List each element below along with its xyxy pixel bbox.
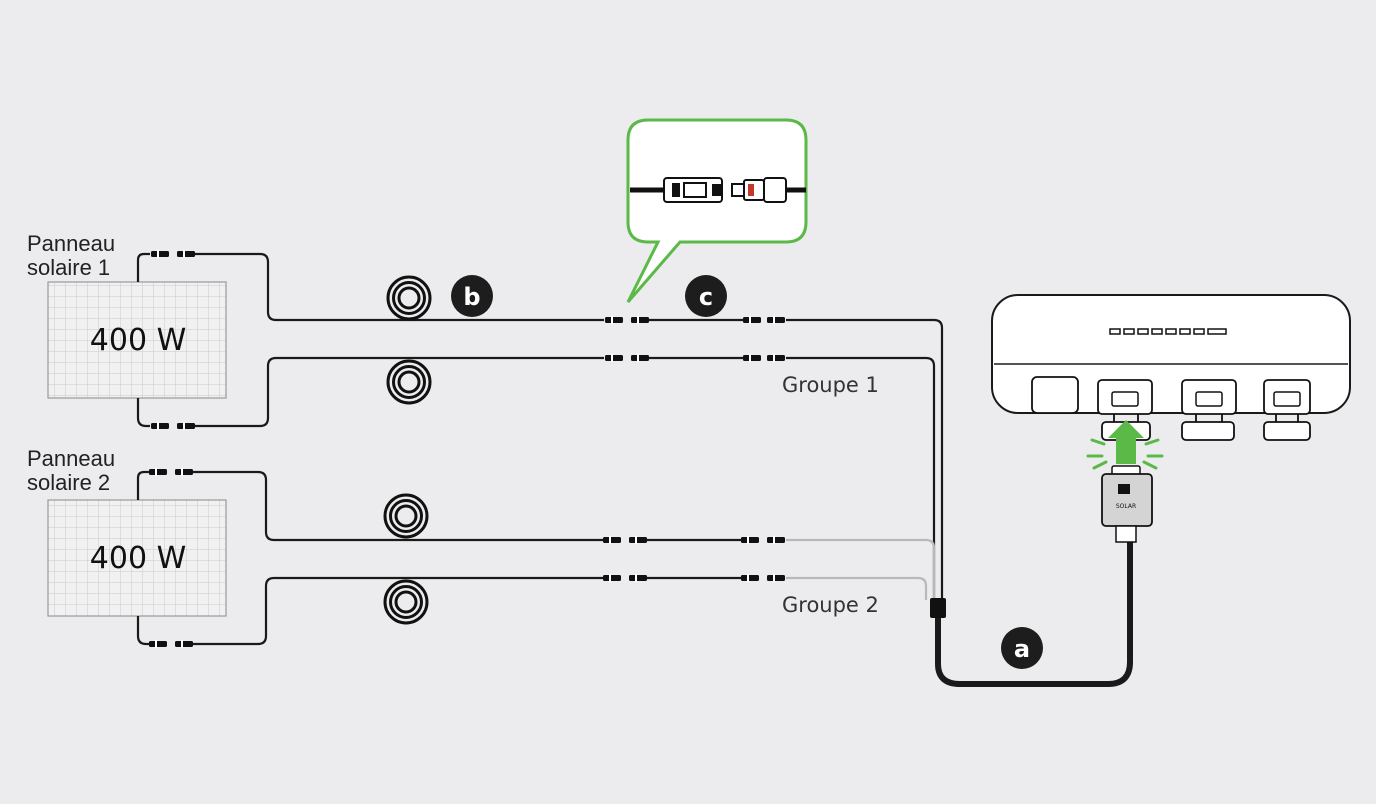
cable-coil-icon-2 [386, 359, 432, 405]
panel-1-minus-mate [177, 422, 195, 430]
panel-1-label-line1: Panneau [27, 231, 115, 256]
panel-1-plus-connector [151, 250, 169, 258]
extension-cables [638, 318, 752, 580]
panel-2-label-line1: Panneau [27, 446, 115, 471]
panel-1-minus-connector [151, 422, 169, 430]
panel-1-label-line2: solaire 1 [27, 255, 110, 280]
badge-a [1001, 627, 1043, 669]
device-port-1 [1031, 376, 1079, 414]
group-1-to-junction [786, 318, 944, 600]
panel-1-plus-mate [177, 250, 195, 258]
group-1-label: Groupe 1 [782, 373, 879, 397]
insert-arrow-icon [1086, 420, 1164, 470]
badge-c [685, 275, 727, 317]
port-cap-3 [1263, 421, 1311, 441]
group-2-label: Groupe 2 [782, 593, 879, 617]
solar-plug: SOLAR [1101, 465, 1153, 543]
port-cap-2 [1181, 421, 1235, 441]
connector-callout [626, 118, 808, 303]
device-port-4 [1263, 379, 1311, 415]
badge-b-label: b [463, 283, 480, 311]
panel-2-plus-connector [149, 468, 167, 476]
panel-2-power: 400 W [90, 541, 186, 576]
y-junction [930, 598, 946, 618]
solar-panel-1 [47, 281, 227, 399]
device-logo [1109, 328, 1227, 335]
panel-2-plus-mate [175, 468, 193, 476]
ecoflow-device [991, 294, 1351, 441]
panel-2-minus-connector [149, 640, 167, 648]
sun-icon [1118, 484, 1130, 494]
badge-c-label: c [699, 283, 713, 311]
panel-2-minus-mate [175, 640, 193, 648]
device-port-3 [1181, 379, 1237, 415]
cable-coil-icon-3 [383, 493, 429, 539]
cable-coil-icon-1 [386, 275, 432, 321]
group-2-to-junction [786, 538, 936, 600]
device-port-solar [1097, 379, 1153, 415]
panel-2-label-line2: solaire 2 [27, 470, 110, 495]
panel-1-power: 400 W [90, 323, 186, 358]
mc4-connector-closeup-icon [630, 177, 806, 203]
solar-plug-label: SOLAR [1116, 503, 1136, 510]
cable-coil-icon-4 [383, 579, 429, 625]
badge-b [451, 275, 493, 317]
panel-2-cables [136, 470, 604, 646]
badge-a-label: a [1014, 635, 1030, 663]
panel-1-cables [136, 252, 604, 428]
main-solar-cable [935, 542, 1133, 687]
extension-connectors [603, 316, 785, 582]
